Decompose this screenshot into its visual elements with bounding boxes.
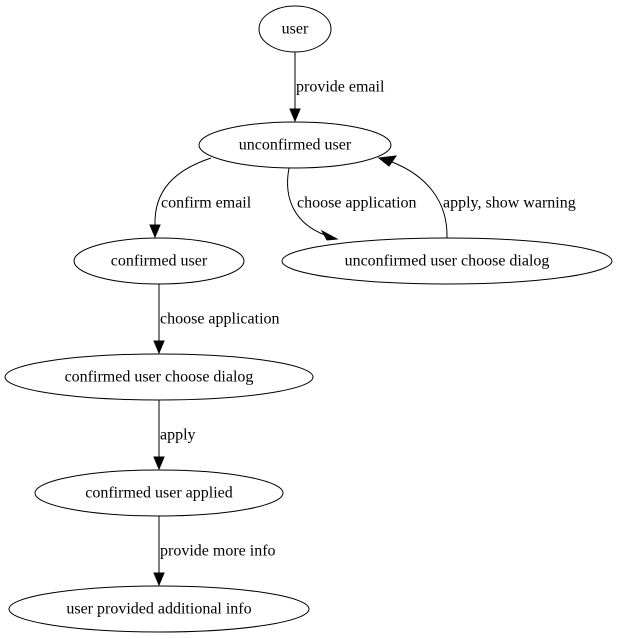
node-user-provided-additional-info: user provided additional info [8, 585, 310, 633]
edge-apply-show-warning-arrowhead [377, 155, 398, 167]
edge-provide-email: provide email [289, 52, 385, 123]
edge-provide-email-arrowhead [289, 108, 301, 123]
node-unconfirmed-user-label: unconfirmed user [239, 137, 352, 154]
edge-apply-arrowhead [153, 456, 165, 471]
node-confirmed-user-choose-dialog: confirmed user choose dialog [4, 353, 314, 401]
node-confirmed-user-choose-dialog-label: confirmed user choose dialog [65, 369, 254, 386]
node-user-provided-additional-info-label: user provided additional info [66, 601, 251, 618]
edge-provide-more-info-arrowhead [153, 572, 165, 587]
node-confirmed-user: confirmed user [73, 237, 245, 285]
edge-confirm-email-label: confirm email [161, 195, 252, 212]
edge-confirm-email: confirm email [149, 157, 252, 239]
edge-provide-email-label: provide email [296, 79, 385, 96]
edge-provide-more-info-label: provide more info [160, 543, 276, 560]
edge-apply-label: apply [160, 427, 196, 444]
edge-choose-application-unconfirmed: choose application [287, 167, 417, 241]
edge-choose-application-unconfirmed-label: choose application [297, 195, 417, 212]
node-unconfirmed-user-choose-dialog-label: unconfirmed user choose dialog [345, 253, 550, 270]
edge-choose-application-confirmed-arrowhead [153, 340, 165, 355]
node-user: user [258, 5, 332, 53]
edge-apply-show-warning-label: apply, show warning [443, 195, 576, 212]
edge-choose-application-unconfirmed-line [287, 167, 326, 236]
node-confirmed-user-label: confirmed user [111, 253, 208, 270]
node-unconfirmed-user: unconfirmed user [198, 121, 392, 169]
edge-choose-application-confirmed: choose application [153, 284, 280, 355]
edge-choose-application-confirmed-label: choose application [160, 311, 280, 328]
edge-apply-show-warning: apply, show warning [377, 155, 576, 239]
edge-confirm-email-line [154, 157, 212, 226]
node-confirmed-user-applied-label: confirmed user applied [85, 485, 233, 502]
node-confirmed-user-applied: confirmed user applied [34, 469, 284, 517]
node-unconfirmed-user-choose-dialog: unconfirmed user choose dialog [281, 237, 613, 285]
edge-choose-application-unconfirmed-arrowhead [320, 229, 339, 241]
edge-apply: apply [153, 400, 196, 471]
edge-provide-more-info: provide more info [153, 516, 276, 587]
node-user-label: user [282, 21, 309, 38]
edge-apply-show-warning-line [391, 161, 448, 239]
edge-confirm-email-arrowhead [149, 224, 161, 239]
